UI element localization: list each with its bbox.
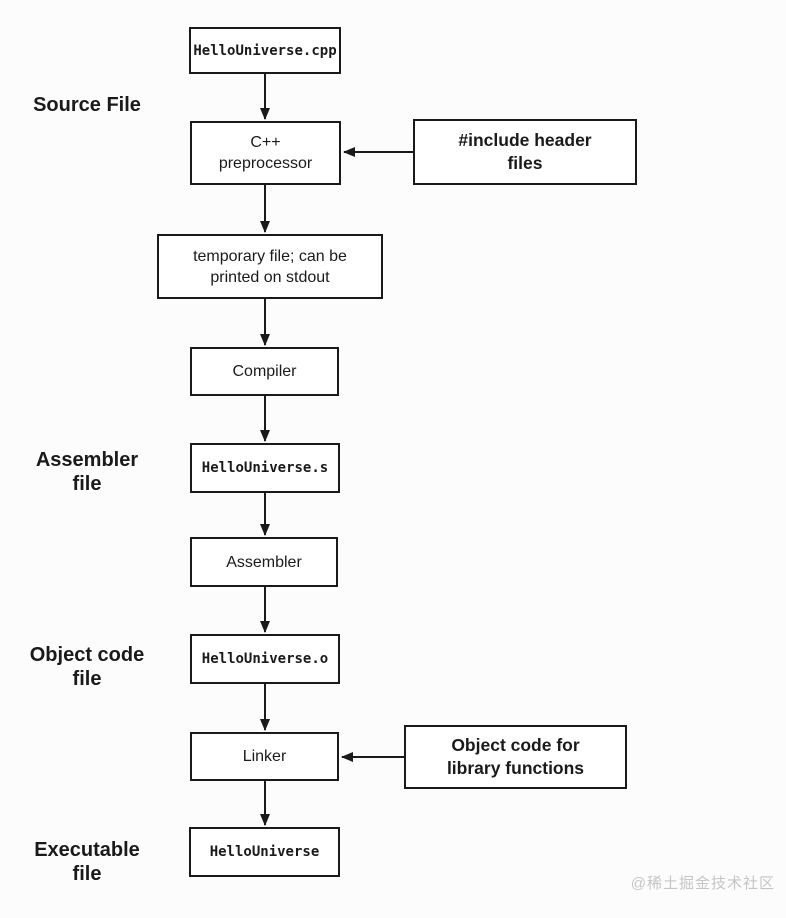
label-source-file: Source File: [33, 94, 141, 116]
label-object-code-file: Object code file: [29, 644, 145, 690]
node-object-file: HelloUniverse.o: [190, 634, 340, 684]
node-assembly-file: HelloUniverse.s: [190, 443, 340, 493]
node-linker: Linker: [190, 732, 339, 781]
label-executable-file: Executable file: [34, 839, 140, 885]
node-preprocessor: C++ preprocessor: [190, 121, 341, 185]
label-assembler-file: Assembler file: [35, 449, 139, 495]
node-executable: HelloUniverse: [189, 827, 340, 877]
node-temporary-file: temporary file; can be printed on stdout: [157, 234, 383, 299]
node-source-file: HelloUniverse.cpp: [189, 27, 341, 74]
node-compiler: Compiler: [190, 347, 339, 396]
watermark: @稀土掘金技术社区: [630, 875, 775, 892]
node-library-object-code: Object code for library functions: [404, 725, 627, 789]
node-include-header-files: #include header files: [413, 119, 637, 185]
node-assembler: Assembler: [190, 537, 338, 587]
